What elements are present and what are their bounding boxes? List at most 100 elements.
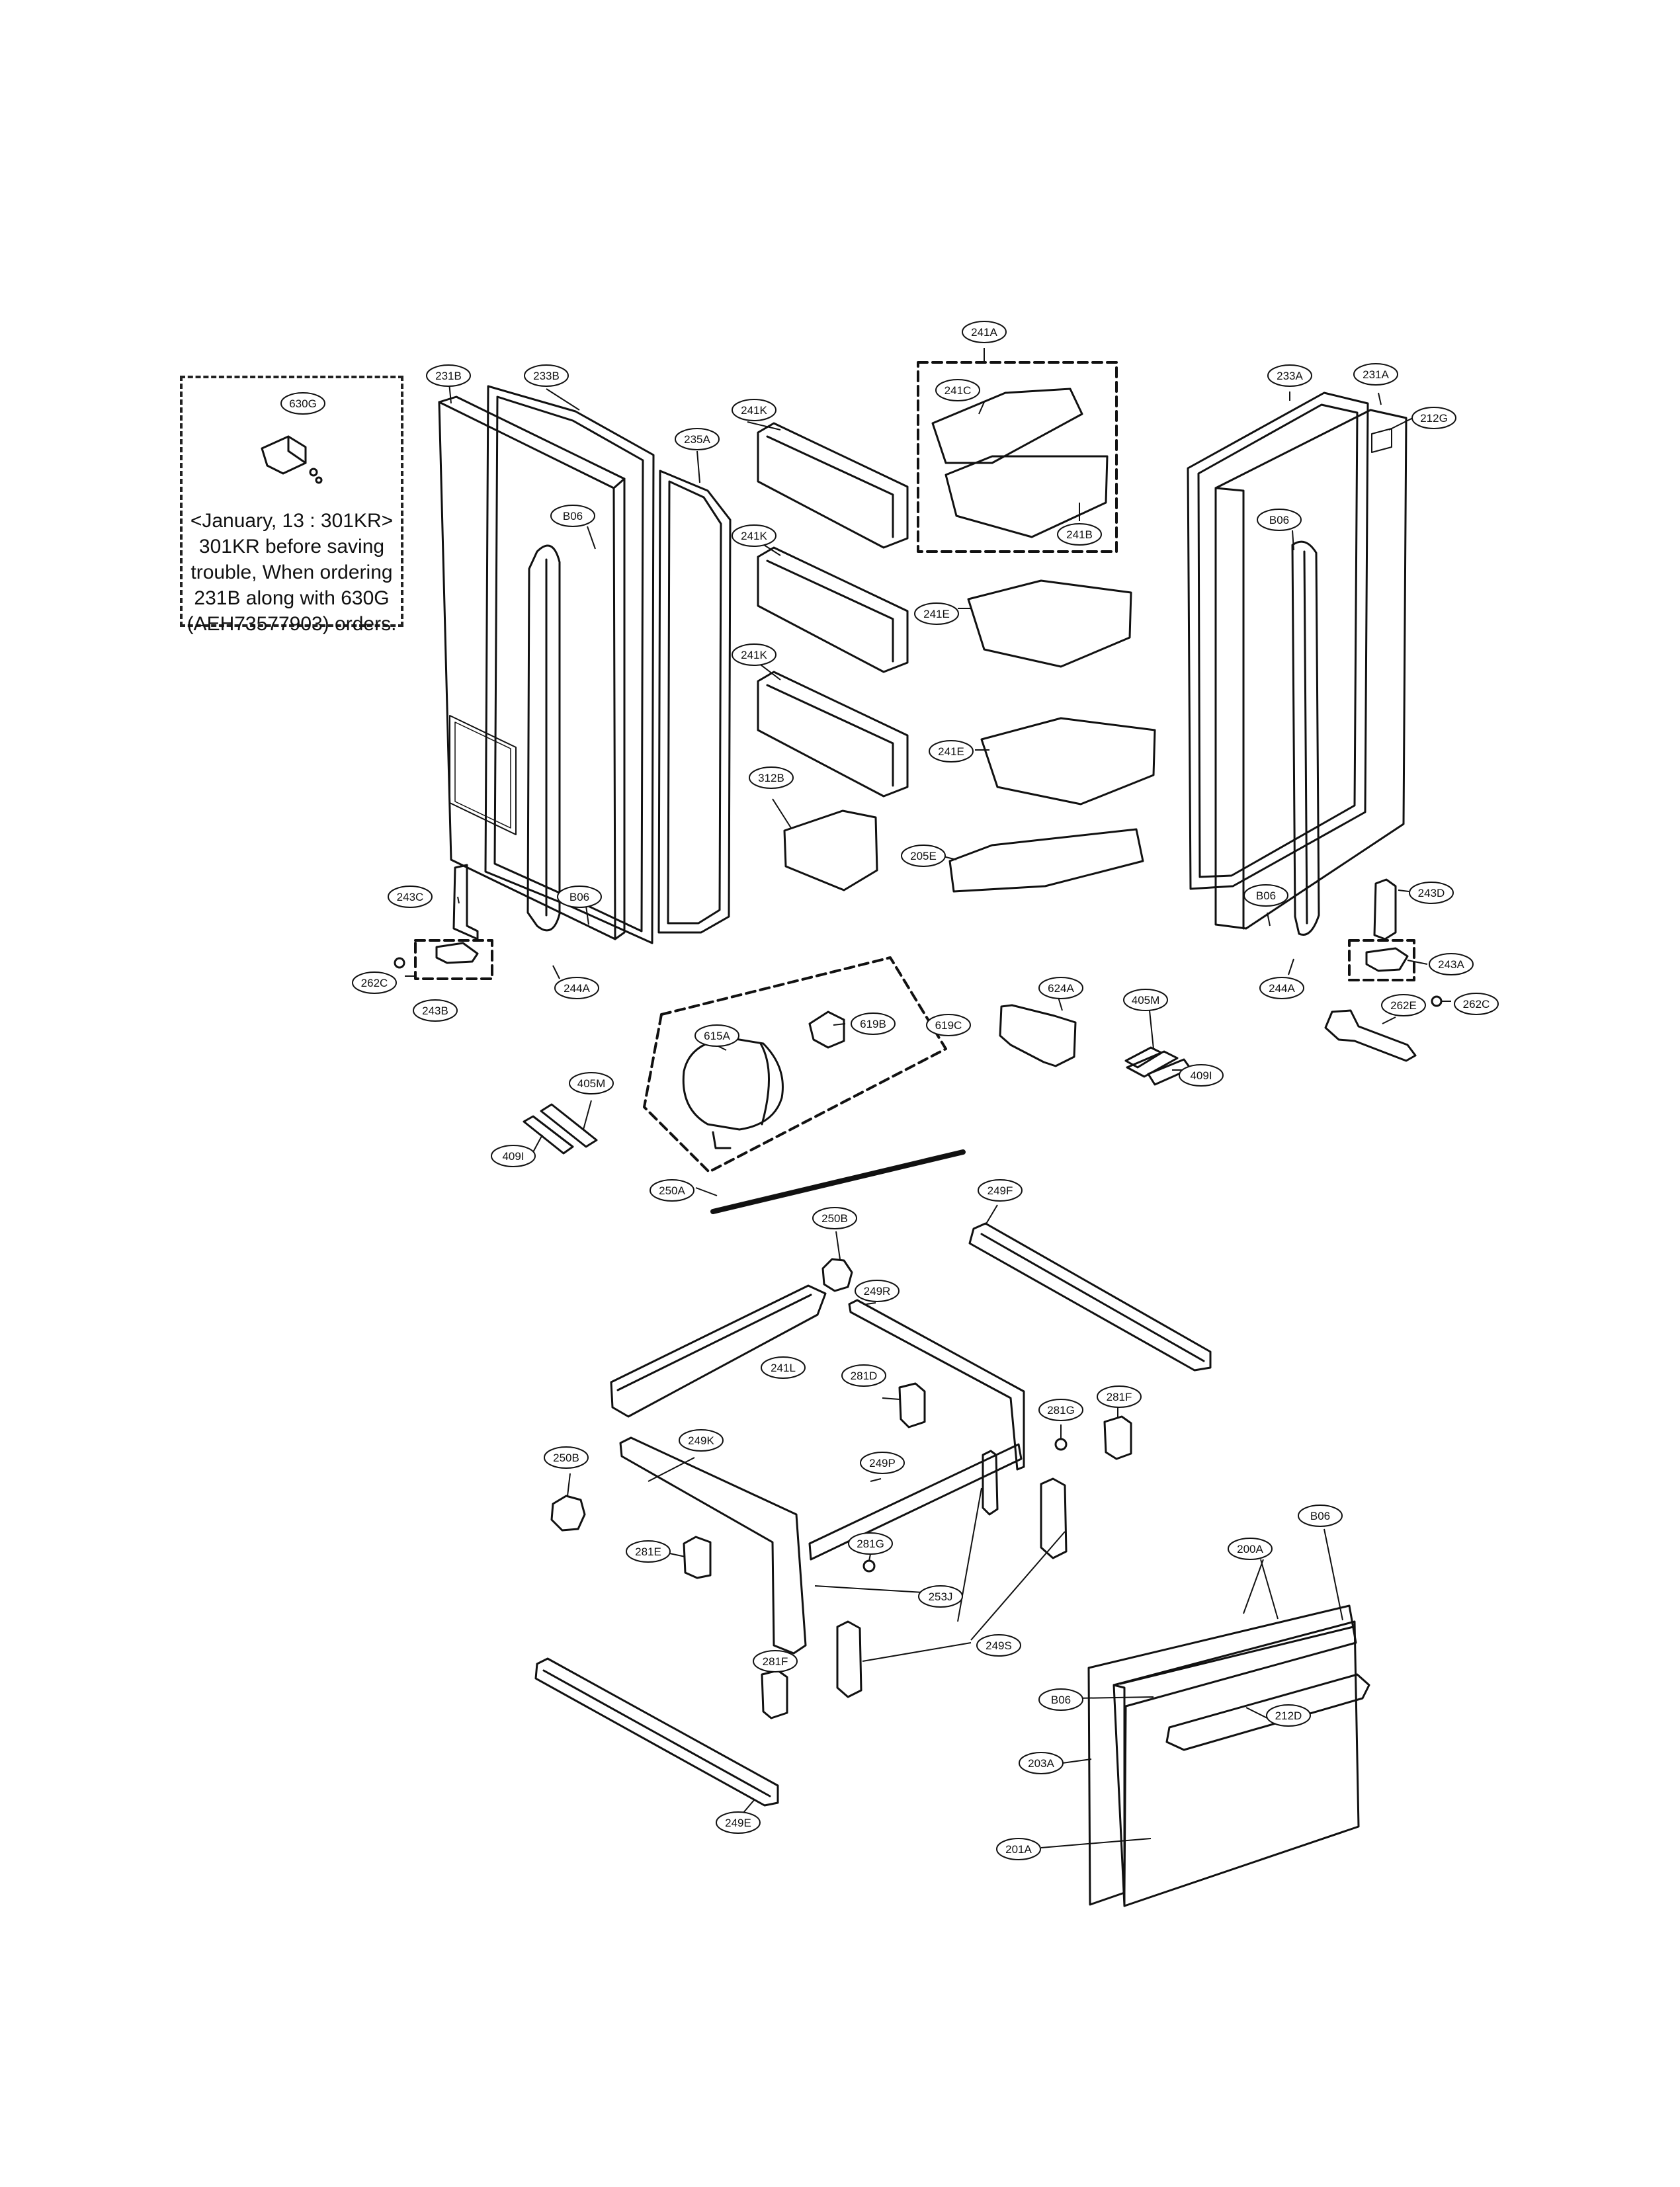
callout-205e: 205E <box>901 845 946 867</box>
callout-bubble <box>1123 989 1168 1011</box>
right-door-assembly <box>1187 392 1443 1062</box>
callout-250b-left: 250B <box>544 1446 589 1469</box>
callout-619b: 619B <box>851 1012 896 1035</box>
bracket-630g-icon <box>261 435 323 484</box>
callout-281d: 281D <box>841 1364 886 1387</box>
callout-bubble <box>675 428 720 450</box>
drawer-panel-201a <box>1113 1620 1360 1907</box>
callout-bubble <box>1266 1704 1311 1727</box>
callout-bubble <box>352 971 397 994</box>
gear-250b-top <box>821 1258 853 1292</box>
note-line-5: (AEH73577903) orders. <box>187 613 397 635</box>
callout-label: 231A <box>1363 368 1389 381</box>
callout-bubble <box>749 766 794 789</box>
callout-615a: 615A <box>694 1024 739 1047</box>
callout-label: 262E <box>1390 999 1417 1012</box>
callout-label: B06 <box>569 891 589 903</box>
bracket-281f-left <box>761 1669 788 1719</box>
callout-bubble <box>761 1356 806 1379</box>
callout-label: 262C <box>1463 998 1490 1011</box>
callout-249r: 249R <box>855 1280 900 1302</box>
callout-619c: 619C <box>926 1014 971 1036</box>
callout-bubble <box>694 1024 739 1047</box>
callout-label: 405M <box>577 1077 606 1090</box>
filter-624a <box>999 1004 1077 1067</box>
callout-bubble <box>491 1145 536 1167</box>
callout-243a: 243A <box>1429 953 1474 975</box>
callout-203a: 203A <box>1019 1752 1064 1774</box>
callout-label: 281F <box>1107 1391 1132 1403</box>
callout-label: 233A <box>1277 370 1303 382</box>
callout-249s: 249S <box>976 1634 1021 1657</box>
freezer-drawer <box>1087 1604 1370 1907</box>
callout-b06-left-top: B06 <box>550 505 595 527</box>
callout-label: 241B <box>1066 528 1093 541</box>
callout-262c-right: 262C <box>1454 993 1499 1015</box>
callout-bubble <box>1381 994 1426 1016</box>
callout-label: 241L <box>771 1362 796 1374</box>
callout-212g: 212G <box>1411 407 1456 429</box>
left-door-handle <box>526 544 561 932</box>
rail-249f <box>968 1222 1212 1372</box>
callout-label: 253J <box>929 1590 953 1603</box>
leader-lines <box>405 348 1451 1848</box>
bracket-281e <box>683 1536 712 1579</box>
callout-409i-left: 409I <box>491 1145 536 1167</box>
callout-label: 281E <box>635 1546 661 1558</box>
clip-409i-left <box>523 1115 574 1155</box>
wrench-262e <box>1324 1009 1417 1062</box>
water-components <box>523 956 1192 1214</box>
callout-241k-1: 241K <box>732 399 777 421</box>
hinge-243c <box>452 864 479 940</box>
callout-b06-drawer-top: B06 <box>1298 1505 1343 1527</box>
callout-bubble <box>926 1014 971 1036</box>
callout-281g-right: 281G <box>1038 1399 1083 1421</box>
callout-label: 243D <box>1418 887 1445 899</box>
strip-405m-left <box>540 1103 598 1148</box>
callout-281f-right: 281F <box>1097 1385 1142 1408</box>
valve-619b <box>808 1011 845 1049</box>
callout-label: 241E <box>923 608 950 620</box>
callout-201a: 201A <box>996 1838 1041 1860</box>
callout-bubble <box>1038 977 1083 999</box>
callout-bubble <box>855 1280 900 1302</box>
callout-bubble <box>753 1650 798 1672</box>
callout-label: B06 <box>1256 889 1276 902</box>
callout-label: 619C <box>935 1019 962 1032</box>
callout-label: 241K <box>741 649 767 661</box>
callout-label: 312B <box>758 772 784 784</box>
callout-bubble <box>935 379 980 401</box>
right-door-panel <box>1214 409 1407 930</box>
callout-bubble <box>962 321 1007 343</box>
gear-250b-left <box>550 1495 586 1532</box>
callout-bubble <box>914 602 959 625</box>
callout-231b: 231B <box>426 364 471 387</box>
right-door-handle <box>1291 540 1320 936</box>
callout-label: 249S <box>986 1639 1012 1652</box>
callout-405m-left: 405M <box>569 1072 614 1094</box>
callout-label: B06 <box>1269 514 1289 526</box>
callout-label: 233B <box>533 370 560 382</box>
callout-624a: 624A <box>1038 977 1083 999</box>
bin-241e-2 <box>980 717 1156 805</box>
callout-label: 249R <box>864 1285 891 1298</box>
tube-250a <box>710 1149 966 1214</box>
callout-label: 243C <box>397 891 424 903</box>
callout-bubble <box>1097 1385 1142 1408</box>
callout-label: 201A <box>1005 1843 1032 1856</box>
left-door-gasket <box>484 385 655 944</box>
callout-bubble <box>978 1179 1023 1202</box>
callout-bubble <box>1228 1538 1273 1560</box>
callout-bubble <box>524 364 569 387</box>
callout-label: 249P <box>869 1457 896 1469</box>
ordering-note-box: <January, 13 : 301KR> 301KR before savin… <box>180 376 403 635</box>
callout-label: 409I <box>502 1150 524 1163</box>
right-door-gasket <box>1187 392 1369 890</box>
callout-label: 624A <box>1048 982 1074 995</box>
callout-bubble <box>1038 1399 1083 1421</box>
rack-205e <box>948 828 1144 893</box>
callout-label: 249K <box>688 1434 714 1447</box>
rail-249e <box>534 1657 779 1807</box>
bin-241e-1 <box>967 579 1132 668</box>
